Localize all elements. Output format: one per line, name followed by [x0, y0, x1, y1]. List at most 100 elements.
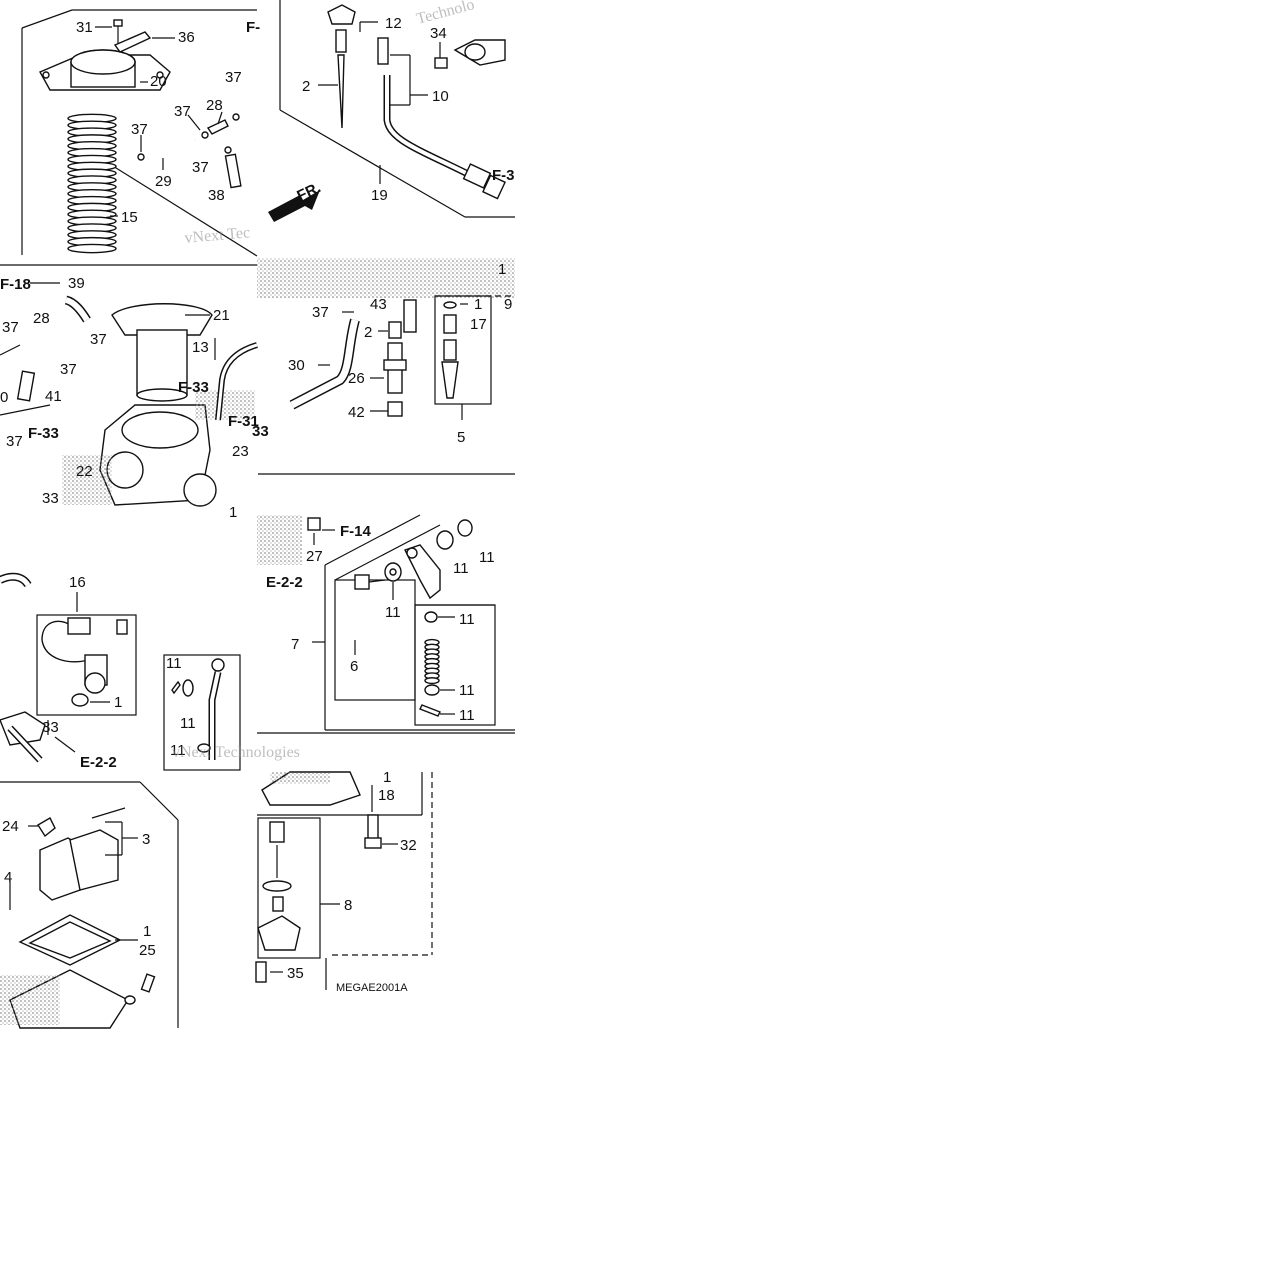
callout-23: 23	[232, 443, 249, 460]
ref-f: F-	[246, 19, 260, 36]
washer-11b	[436, 530, 454, 550]
pilot-screw-5	[441, 301, 459, 399]
drain-pipe-11	[208, 658, 225, 760]
callout-9: 9	[504, 296, 512, 313]
sensor-16	[41, 617, 128, 694]
callout-34: 34	[430, 25, 447, 42]
front-direction-arrow	[268, 190, 320, 222]
panel-float-chamber	[0, 781, 179, 1029]
callout-1c: 1	[474, 296, 482, 313]
callout-1e: 1	[143, 923, 151, 940]
callout-37f: 37	[90, 331, 107, 348]
callout-33a: 33	[42, 490, 59, 507]
callout-1b: 1	[498, 261, 506, 278]
callout-39: 39	[68, 275, 85, 292]
watermark-text-2: vNext Technologies	[172, 744, 300, 761]
vacuum-piston-21	[111, 303, 213, 402]
panel-drain-pipe	[163, 654, 241, 771]
ref-e22a: E-2-2	[266, 574, 303, 591]
callout-37e: 37	[2, 319, 19, 336]
front-arrow-label: FR.	[294, 179, 323, 205]
ref-f33b: F-33	[28, 425, 59, 442]
callout-1d: 1	[114, 694, 122, 711]
callout-19: 19	[371, 187, 388, 204]
washer-11a	[384, 562, 402, 582]
callout-37h: 37	[6, 433, 23, 450]
carburetor-top-cap	[39, 49, 171, 91]
callout-26: 26	[348, 370, 365, 387]
callout-37g: 37	[60, 361, 77, 378]
throttle-cable-30	[289, 318, 360, 410]
pump-diaphragm-8	[257, 821, 301, 951]
screw-35	[255, 961, 267, 983]
washer-11c	[457, 519, 473, 537]
watermark-text-1: vNext Tec	[184, 224, 251, 247]
callout-11e: 11	[459, 682, 475, 699]
hose-39	[64, 295, 91, 323]
spring-15	[67, 113, 117, 254]
callout-11a: 11	[453, 560, 469, 577]
callout-42: 42	[348, 404, 365, 421]
carburetor-base	[261, 771, 361, 806]
callout-1f: 1	[383, 769, 391, 786]
callout-16: 16	[69, 574, 86, 591]
callout-3: 3	[142, 831, 150, 848]
spring-15-coil	[67, 243, 117, 254]
main-jet-26	[383, 342, 407, 394]
diagram-code: MEGAE2001A	[336, 982, 408, 994]
callout-0: 0	[0, 389, 8, 406]
callout-15: 15	[121, 209, 138, 226]
callout-11c: 11	[385, 604, 401, 621]
callout-20: 20	[150, 73, 167, 90]
hose-bracket-33	[0, 711, 46, 763]
callout-12: 12	[385, 15, 402, 32]
panel-carburetor-body	[0, 264, 258, 507]
float-spring-coil	[424, 677, 440, 685]
tube-41	[16, 370, 36, 402]
callout-36: 36	[178, 29, 195, 46]
callout-2: 2	[302, 78, 310, 95]
ref-f33a: F-33	[178, 379, 209, 396]
carburetor-body-22	[99, 404, 217, 507]
ref-e22b: E-2-2	[80, 754, 117, 771]
callout-35: 35	[287, 965, 304, 982]
cable-19	[377, 37, 506, 200]
hose-38	[224, 153, 242, 189]
ref-f14: F-14	[340, 523, 372, 540]
panel-sensor	[0, 572, 137, 763]
ref-f18: F-18	[0, 276, 31, 293]
jet-needle-2	[337, 54, 345, 129]
callout-5: 5	[457, 429, 465, 446]
ref-f31: F-31	[228, 413, 259, 430]
float-arm-6	[404, 544, 441, 600]
panel-accelerator-pump	[255, 771, 433, 990]
callout-27: 27	[306, 548, 323, 565]
panel-slow-jet-kit	[257, 258, 515, 475]
callout-33b: 33	[42, 719, 59, 736]
callout-11h: 11	[180, 715, 196, 732]
callout-11f: 11	[459, 707, 475, 724]
callout-32: 32	[400, 837, 417, 854]
callout-18: 18	[378, 787, 395, 804]
callout-37i: 37	[312, 304, 329, 321]
screw-24	[37, 817, 56, 838]
panel-float-lever	[257, 514, 515, 734]
jet-2b	[388, 321, 402, 339]
callout-30: 30	[288, 357, 305, 374]
screw-31	[113, 19, 123, 45]
bolt-7	[354, 574, 386, 590]
callout-43: 43	[370, 296, 387, 313]
callout-11d: 11	[459, 611, 475, 628]
callout-29: 29	[155, 173, 172, 190]
callout-37a: 37	[225, 69, 242, 86]
callout-8: 8	[344, 897, 352, 914]
callout-37b: 37	[174, 103, 191, 120]
callout-37c: 37	[131, 121, 148, 138]
watermark-text-3: Technolo	[415, 0, 477, 28]
callout-11i: 11	[170, 742, 186, 759]
callout-11g: 11	[166, 655, 182, 672]
diaphragm-cover-34	[434, 39, 506, 69]
bolt-27	[307, 517, 321, 531]
ref-f3: F-3	[492, 167, 515, 184]
